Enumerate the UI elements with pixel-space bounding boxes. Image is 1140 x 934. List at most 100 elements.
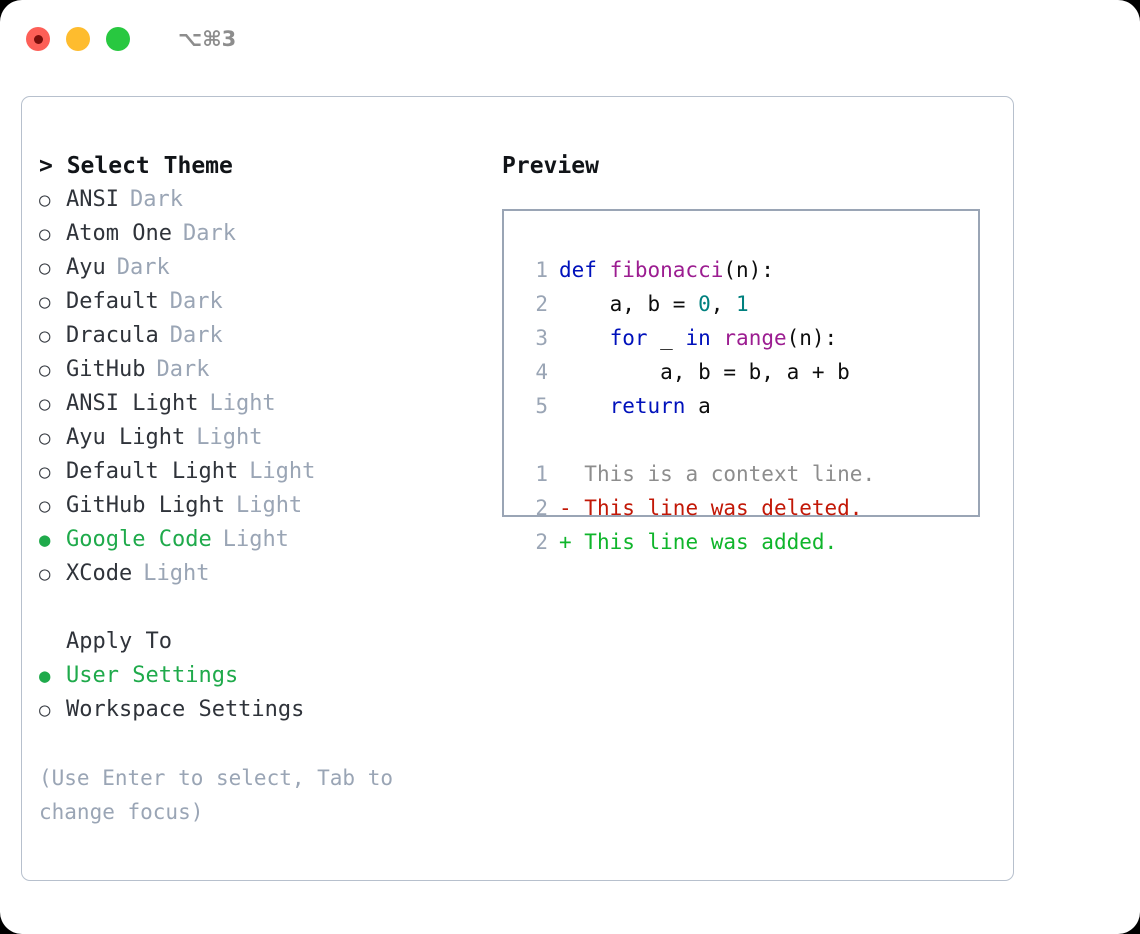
apply-to-option-label: Workspace Settings <box>66 697 305 722</box>
line-number: 5 <box>535 394 548 418</box>
radio-selected-icon: ● <box>39 529 51 551</box>
radio-unselected-icon: ○ <box>39 359 51 381</box>
theme-option-tag: Dark <box>182 221 236 246</box>
apply-to-option-workspace-settings[interactable]: ○Workspace Settings <box>39 693 499 727</box>
code-spacer <box>522 423 978 457</box>
diff-marker <box>559 462 572 486</box>
code-line: 3 for _ in range(n): <box>522 321 978 355</box>
token-plain: a, b = <box>559 292 699 316</box>
diff-line: 2- This line was deleted. <box>522 491 978 525</box>
code-line: 4 a, b = b, a + b <box>522 355 978 389</box>
theme-option-label: Default Light <box>66 459 239 484</box>
theme-option-tag: Light <box>249 459 316 484</box>
theme-option-label: GitHub Light <box>66 493 225 518</box>
theme-option-tag: Light <box>143 561 210 586</box>
apply-to-options-list: ●User Settings○Workspace Settings <box>39 659 499 727</box>
code-line: 5 return a <box>522 389 978 423</box>
preview-header: Preview <box>502 153 599 179</box>
theme-option-tag: Dark <box>116 255 170 280</box>
token-fn: range <box>723 326 787 350</box>
theme-option-github[interactable]: ○ GitHub Dark <box>39 353 499 387</box>
theme-option-label: Default <box>66 289 159 314</box>
theme-option-label: Google Code <box>66 527 212 552</box>
section-spacer <box>39 591 499 625</box>
radio-unselected-icon: ○ <box>39 257 51 279</box>
code-line: 2 a, b = 0, 1 <box>522 287 978 321</box>
token-kw: in <box>685 326 711 350</box>
diff-line: 2+ This line was added. <box>522 525 978 559</box>
code-text: a, b = b, a + b <box>548 355 850 389</box>
radio-selected-icon: ● <box>39 665 51 687</box>
diff-content: This line was deleted. <box>571 496 863 520</box>
theme-option-default[interactable]: ○ Default Dark <box>39 285 499 319</box>
token-kw: for <box>609 326 648 350</box>
keyboard-shortcut-label: ⌥⌘3 <box>178 27 237 51</box>
line-number: 2 <box>535 530 548 554</box>
line-number: 1 <box>535 462 548 486</box>
theme-option-tag: Dark <box>156 357 210 382</box>
token-plain: a <box>685 394 711 418</box>
token-plain: _ <box>647 326 686 350</box>
diff-text: + This line was added. <box>548 525 837 559</box>
theme-option-label: Ayu Light <box>66 425 186 450</box>
radio-unselected-icon: ○ <box>39 563 51 585</box>
line-number: 2 <box>535 496 548 520</box>
token-kw: def <box>559 258 610 282</box>
theme-option-tag: Dark <box>169 323 223 348</box>
token-plain: , <box>710 292 737 316</box>
token-plain <box>711 326 724 350</box>
radio-unselected-icon: ○ <box>39 223 51 245</box>
radio-unselected-icon: ○ <box>39 495 51 517</box>
theme-option-label: ANSI <box>66 187 119 212</box>
theme-option-default-light[interactable]: ○ Default Light Light <box>39 455 499 489</box>
code-text: for _ in range(n): <box>548 321 838 355</box>
radio-unselected-icon: ○ <box>39 461 51 483</box>
radio-unselected-icon: ○ <box>39 393 51 415</box>
close-icon <box>33 34 43 44</box>
diff-text: - This line was deleted. <box>548 491 862 525</box>
token-plain <box>559 326 610 350</box>
diff-content: This is a context line. <box>571 462 876 486</box>
token-kw: return <box>609 394 686 418</box>
theme-option-tag: Dark <box>129 187 183 212</box>
token-plain: (n): <box>723 258 774 282</box>
theme-option-label: GitHub <box>66 357 146 382</box>
theme-option-tag: Light <box>235 493 303 518</box>
token-plain: a, b = b, a + b <box>559 360 850 384</box>
diff-line: 1 This is a context line. <box>522 457 978 491</box>
radio-unselected-icon: ○ <box>39 291 51 313</box>
diff-marker: - <box>559 496 572 520</box>
theme-option-tag: Dark <box>169 289 223 314</box>
radio-unselected-icon: ○ <box>39 427 51 449</box>
radio-unselected-icon: ○ <box>39 189 51 211</box>
token-plain: (n): <box>786 326 838 350</box>
theme-option-google-code[interactable]: ● Google Code Light <box>39 523 499 557</box>
minimize-button[interactable] <box>66 27 90 51</box>
maximize-button[interactable] <box>106 27 130 51</box>
apply-to-header: Apply To <box>66 629 172 654</box>
title-bar: ⌥⌘3 <box>0 0 1140 78</box>
close-button[interactable] <box>26 27 50 51</box>
theme-option-ansi[interactable]: ○ ANSI Dark <box>39 183 499 217</box>
token-plain <box>559 394 610 418</box>
apply-to-option-user-settings[interactable]: ●User Settings <box>39 659 499 693</box>
theme-option-label: ANSI Light <box>66 391 199 416</box>
theme-option-github-light[interactable]: ○ GitHub Light Light <box>39 489 499 523</box>
line-number: 3 <box>535 326 548 350</box>
theme-option-tag: Light <box>222 527 289 552</box>
diff-block: 1 This is a context line.2- This line wa… <box>522 457 978 559</box>
code-text: return a <box>548 389 711 423</box>
